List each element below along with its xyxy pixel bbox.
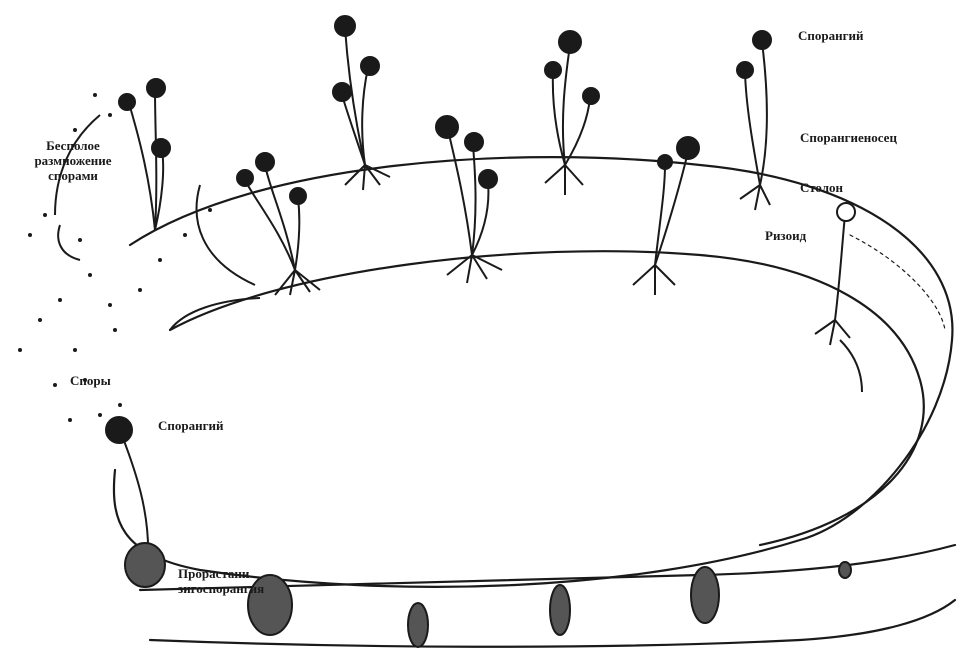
zygosporangium-germination-label: Прорастани зигоспорангия	[178, 566, 264, 596]
spores-label: Споры	[70, 373, 111, 388]
sporangiophore-cluster-2	[237, 153, 320, 295]
sporangiophore-cluster-7	[737, 31, 771, 210]
sporangium-bottom-label: Спорангий	[158, 418, 223, 433]
germination-label-line-2: зигоспорангия	[178, 581, 264, 596]
sporangium-top-label: Спорангий	[798, 28, 863, 43]
sporangiophore-cluster-4	[436, 116, 502, 283]
inner-hypha-ring	[170, 251, 924, 545]
sporangiophore-label: Спорангиеносец	[800, 130, 897, 145]
stolon-label: Столон	[800, 180, 843, 195]
sporangiophore-cluster-8	[815, 203, 855, 345]
sporangiophore-cluster-3	[333, 16, 390, 190]
cycle-arrows	[55, 115, 862, 392]
outer-hypha-ring	[114, 157, 953, 587]
rhizoid-label: Ризоид	[765, 228, 806, 243]
sporangiophore-cluster-5	[545, 31, 599, 195]
germination-label-line-1: Прорастани	[178, 566, 264, 581]
asexual-label-line-3: спорами	[18, 168, 128, 183]
zygospore-row	[106, 417, 851, 647]
asexual-label-line-2: размножение	[18, 153, 128, 168]
asexual-label-line-1: Бесполое	[18, 138, 128, 153]
asexual-reproduction-label: Бесполое размножение спорами	[18, 138, 128, 183]
faint-ring-segment	[850, 235, 945, 330]
